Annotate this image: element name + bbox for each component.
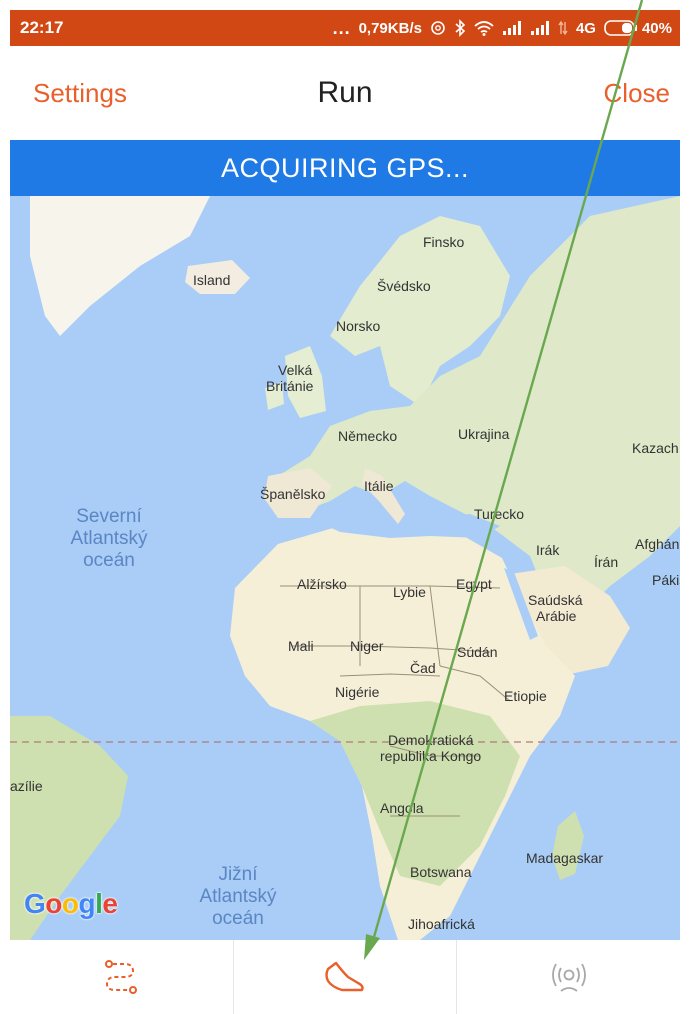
map-label: Ukrajina: [458, 426, 510, 442]
map-label: Írán: [594, 554, 619, 570]
map-label: Mali: [288, 638, 314, 654]
notification-dots: ...: [332, 17, 351, 38]
route-icon: [105, 960, 138, 994]
land-greenland: [30, 196, 210, 336]
tab-broadcast[interactable]: [457, 940, 680, 1014]
map-label: Španělsko: [260, 486, 326, 502]
land-britain: [285, 346, 326, 418]
map-label: Demokratická: [388, 732, 474, 748]
map-label: Madagaskar: [526, 850, 604, 866]
map-label: Island: [193, 272, 231, 288]
ocean-label-south-atlantic: Jižní Atlantský oceán: [199, 864, 277, 929]
shoe-icon: [325, 961, 364, 992]
map-label: Itálie: [364, 478, 394, 494]
map-label: Čad: [410, 660, 436, 676]
broadcast-icon: [551, 963, 586, 992]
map-label: Etiopie: [504, 688, 547, 704]
map-label: Finsko: [423, 234, 465, 250]
wifi-icon: [474, 21, 494, 36]
battery-icon: [604, 20, 637, 36]
map-label: Niger: [350, 638, 384, 654]
map-label: Irák: [536, 542, 560, 558]
nav-bar: Settings Run Close: [10, 46, 680, 138]
tab-bar: [10, 940, 680, 1014]
map-label: Británie: [266, 378, 314, 394]
battery: 40%: [604, 20, 672, 37]
map-label: Súdán: [457, 644, 498, 660]
land-iceland: [185, 260, 250, 294]
ocean-label-north-atlantic: Severní Atlantský oceán: [70, 506, 148, 571]
map-label: Jihoafrická: [408, 916, 475, 932]
settings-button[interactable]: Settings: [33, 78, 127, 108]
map-label: Egypt: [456, 576, 492, 592]
data-transfer-icon: [558, 20, 568, 36]
network-type: 4G: [575, 19, 596, 37]
status-bar: 22:17 ... 0,79KB/s 4G 40%: [10, 10, 680, 46]
signal-icon: [530, 21, 549, 35]
close-button[interactable]: Close: [603, 78, 670, 108]
tab-run[interactable]: [234, 940, 458, 1014]
map-label: Velká: [278, 362, 313, 378]
map-label: Alžírsko: [297, 576, 347, 592]
signal-icon: [502, 21, 521, 35]
map-label: Německo: [338, 428, 398, 444]
map-label: Angola: [380, 800, 424, 816]
map-label: Botswana: [410, 864, 472, 880]
map-label: azílie: [10, 778, 43, 794]
gps-status-banner: ACQUIRING GPS...: [10, 140, 680, 196]
map-view[interactable]: Finsko Island Švédsko Norsko Velká Britá…: [10, 196, 680, 940]
bluetooth-icon: [455, 19, 466, 37]
map-label: Kazach: [632, 440, 679, 456]
land-iberia: [264, 468, 332, 518]
alarm-icon: [431, 21, 445, 35]
status-time: 22:17: [20, 18, 64, 37]
page-title: Run: [317, 76, 373, 109]
map-label: Pákis: [652, 572, 680, 588]
map-label: Švédsko: [377, 278, 431, 294]
land-south-america: [10, 716, 128, 940]
land-ireland: [265, 382, 284, 410]
map-label: Lybie: [393, 584, 426, 600]
map-label: Arábie: [536, 608, 577, 624]
map-label: Nigérie: [335, 684, 380, 700]
tab-route[interactable]: [10, 940, 234, 1014]
google-logo[interactable]: Google: [24, 888, 118, 919]
map-label: Norsko: [336, 318, 381, 334]
map-label: Turecko: [474, 506, 525, 522]
map-label: Saúdská: [528, 592, 583, 608]
map-label: Afghán: [635, 536, 680, 552]
network-speed: 0,79KB/s: [358, 19, 422, 37]
map-label: republika Kongo: [380, 748, 482, 764]
battery-percent: 40%: [641, 19, 672, 37]
